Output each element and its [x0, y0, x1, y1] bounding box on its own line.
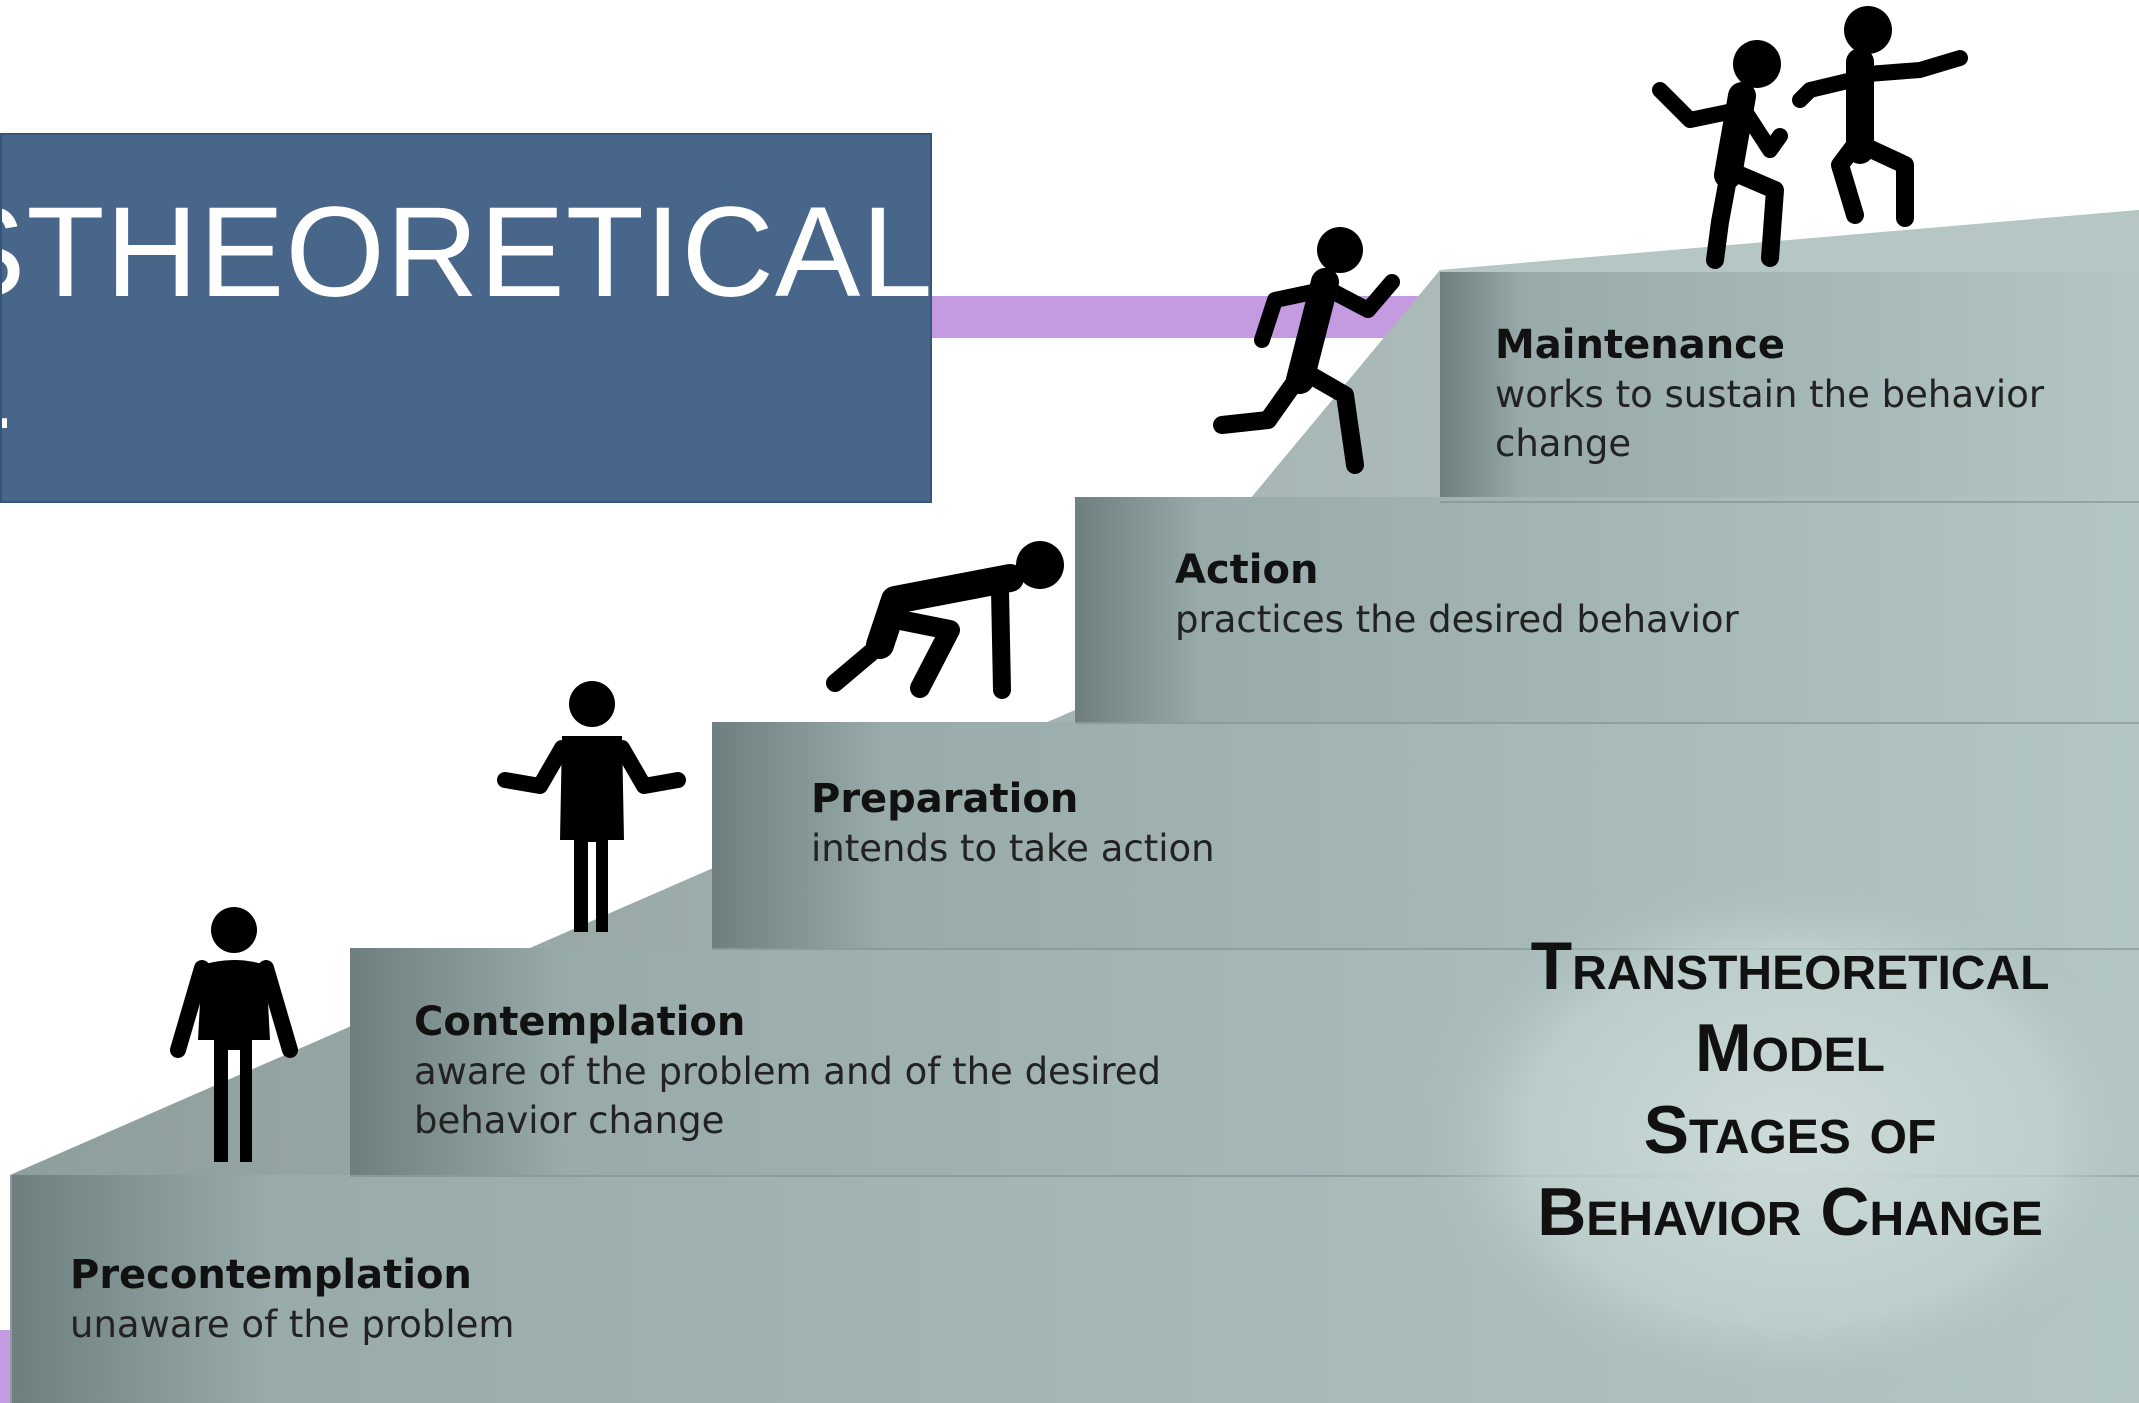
- stage-preparation: Preparation intends to take action: [811, 774, 1215, 873]
- step-maintenance-top: [1440, 210, 2139, 272]
- stage-maintenance: Maintenance works to sustain the behavio…: [1495, 320, 2055, 468]
- model-label: Transtheoretical Model Stages of Behavio…: [1465, 925, 2115, 1253]
- model-label-line: Model: [1695, 1010, 1885, 1086]
- stage-description: practices the desired behavior: [1175, 598, 1739, 641]
- stage-description: aware of the problem and of the desired …: [414, 1050, 1162, 1142]
- stage-precontemplation: Precontemplation unaware of the problem: [70, 1250, 514, 1349]
- crouching-person-icon: [826, 541, 1064, 699]
- step-maintenance: [1440, 270, 2139, 502]
- slide-title: STHEORETICAL L: [0, 181, 932, 451]
- stage-name: Precontemplation: [70, 1252, 472, 1298]
- stage-name: Maintenance: [1495, 322, 1786, 368]
- stage-description: works to sustain the behavior change: [1495, 373, 2045, 465]
- shrugging-person-icon: [497, 681, 686, 932]
- label-glow: [1410, 865, 2139, 1403]
- dancing-people-icon: [1652, 6, 1968, 269]
- running-person-icon: [1213, 227, 1400, 474]
- stage-name: Action: [1175, 547, 1319, 593]
- standing-person-icon: [170, 907, 298, 1162]
- stage-name: Preparation: [811, 776, 1079, 822]
- model-label-line: Transtheoretical: [1530, 928, 2050, 1004]
- stage-description: intends to take action: [811, 827, 1215, 870]
- stage-description: unaware of the problem: [70, 1303, 515, 1346]
- model-label-line: Stages of: [1643, 1092, 1937, 1168]
- stage-name: Contemplation: [414, 999, 746, 1045]
- stage-contemplation: Contemplation aware of the problem and o…: [414, 997, 1194, 1145]
- step-action: [1075, 497, 2139, 723]
- model-label-line: Behavior Change: [1537, 1174, 2043, 1250]
- title-box: STHEORETICAL L: [0, 133, 932, 503]
- stage-action: Action practices the desired behavior: [1175, 545, 1739, 644]
